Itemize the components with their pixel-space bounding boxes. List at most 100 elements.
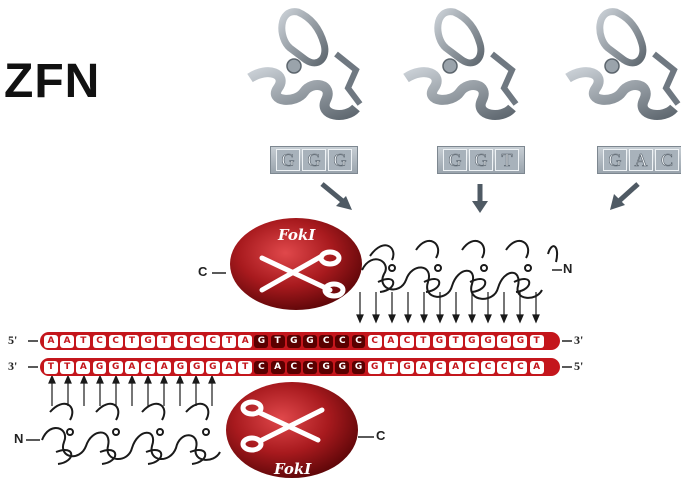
top-strand-base-1: A xyxy=(44,334,58,348)
top-strand-base-30: G xyxy=(513,334,528,348)
top-strand-base-14: G xyxy=(254,334,269,348)
top-strand-base-29: G xyxy=(497,334,512,348)
diagram-title: ZFN xyxy=(4,55,101,108)
bottom-strand-base-5: G xyxy=(108,360,123,374)
bottom-strand-base-12: A xyxy=(222,360,236,374)
top-strand-base-12: T xyxy=(222,334,236,348)
bottom-strand-base-6: A xyxy=(124,360,139,374)
top-strand-base-24: T xyxy=(416,334,431,348)
top-strand-base-15: T xyxy=(270,334,285,348)
top-strand-base-9: C xyxy=(173,334,188,348)
top-strand-base-4: C xyxy=(92,334,107,348)
bottom-strand-base-13: T xyxy=(238,360,253,374)
bottom-strand-base-4: G xyxy=(92,360,107,374)
fokl-label-top: FokI xyxy=(278,226,316,244)
triplet-1-base-3: G xyxy=(328,149,352,171)
top-strand-base-31: T xyxy=(529,334,544,348)
bottom-strand-base-7: C xyxy=(141,360,156,374)
scissors-icon-bottom xyxy=(240,399,325,453)
bottom-strand-base-22: T xyxy=(383,360,398,374)
zinc-finger-array-bottom xyxy=(41,402,221,465)
bottom-strand-base-28: C xyxy=(481,360,495,374)
arrow-1 xyxy=(320,182,352,210)
top-strand-base-21: C xyxy=(367,334,382,348)
bottom-strand-base-27: C xyxy=(464,360,479,374)
top-strand-base-13: A xyxy=(238,334,253,348)
top-strand-base-6: T xyxy=(124,334,139,348)
bottom-strand-base-16: C xyxy=(286,360,301,374)
top-strand-base-16: G xyxy=(286,334,301,348)
scissors-icon-top xyxy=(259,249,346,299)
strand-dashes xyxy=(26,269,572,441)
bottom-strand-base-3: A xyxy=(76,360,91,374)
top-strand-base-7: G xyxy=(141,334,156,348)
bottom-strand-base-10: G xyxy=(189,360,204,374)
top-strand-base-5: C xyxy=(108,334,123,348)
bottom-strand-base-18: G xyxy=(319,360,334,374)
triplet-1-base-2: G xyxy=(302,149,326,171)
top-strand-base-11: C xyxy=(205,334,220,348)
top-strand-base-2: A xyxy=(60,334,75,348)
zinc-finger-domain-1 xyxy=(247,8,363,120)
bottom-strand-base-8: A xyxy=(157,360,172,374)
bottom-strand-base-11: G xyxy=(205,360,220,374)
top-strand-base-27: G xyxy=(464,334,479,348)
top-strand-base-26: T xyxy=(448,334,463,348)
triplet-3-base-3: C xyxy=(655,149,679,171)
top-strand-base-28: G xyxy=(481,334,495,348)
bottom-strand-base-17: C xyxy=(303,360,317,374)
fokl-nuclease-bottom xyxy=(226,382,358,478)
top-strand-base-22: A xyxy=(383,334,398,348)
arrow-2 xyxy=(472,184,488,213)
top-strand-base-8: T xyxy=(157,334,172,348)
triplet-2-base-3: T xyxy=(495,149,519,171)
top-strand-base-19: C xyxy=(335,334,350,348)
bottom-strand-base-20: G xyxy=(351,360,366,374)
contact-arrows-bottom xyxy=(48,374,216,406)
bottom-strand-5-prime: 5' xyxy=(574,359,584,373)
bottom-strand-base-21: G xyxy=(367,360,382,374)
fokl-label-bottom: FokI xyxy=(274,460,312,478)
bottom-strand-base-25: C xyxy=(432,360,447,374)
triplet-2-base-2: G xyxy=(469,149,493,171)
top-strand-3-prime: 3' xyxy=(574,333,584,347)
c-terminus-top: C xyxy=(198,264,208,279)
fokl-nuclease-top xyxy=(230,218,362,310)
bottom-strand-base-31: A xyxy=(529,360,544,374)
triplet-3-base-2: A xyxy=(629,149,653,171)
bottom-strand-base-26: A xyxy=(448,360,463,374)
zinc-finger-array-top xyxy=(361,239,558,300)
top-strand-base-17: G xyxy=(303,334,317,348)
bottom-strand-base-2: T xyxy=(60,360,75,374)
triplet-1-base-1: G xyxy=(276,149,300,171)
top-strand-base-20: C xyxy=(351,334,366,348)
arrow-3 xyxy=(610,182,640,210)
top-strand-base-3: T xyxy=(76,334,91,348)
triplet-2-base-1: G xyxy=(443,149,467,171)
bottom-strand-base-14: C xyxy=(254,360,269,374)
bottom-strand-base-23: G xyxy=(400,360,415,374)
bottom-strand-base-24: A xyxy=(416,360,431,374)
bottom-strand-3-prime: 3' xyxy=(8,359,18,373)
top-strand-base-23: C xyxy=(400,334,415,348)
top-strand-5-prime: 5' xyxy=(8,333,18,347)
bottom-strand-base-9: G xyxy=(173,360,188,374)
n-terminus-top: N xyxy=(563,261,573,276)
bottom-strand-base-29: C xyxy=(497,360,512,374)
n-terminus-bottom: N xyxy=(14,431,24,446)
bottom-strand-base-15: A xyxy=(270,360,285,374)
contact-arrows-top xyxy=(356,292,540,324)
top-strand-base-25: G xyxy=(432,334,447,348)
c-terminus-bottom: C xyxy=(376,428,386,443)
triplet-3-base-1: G xyxy=(603,149,627,171)
bottom-strand-base-19: G xyxy=(335,360,350,374)
zinc-finger-domain-2 xyxy=(403,8,519,120)
bottom-strand-base-30: C xyxy=(513,360,528,374)
